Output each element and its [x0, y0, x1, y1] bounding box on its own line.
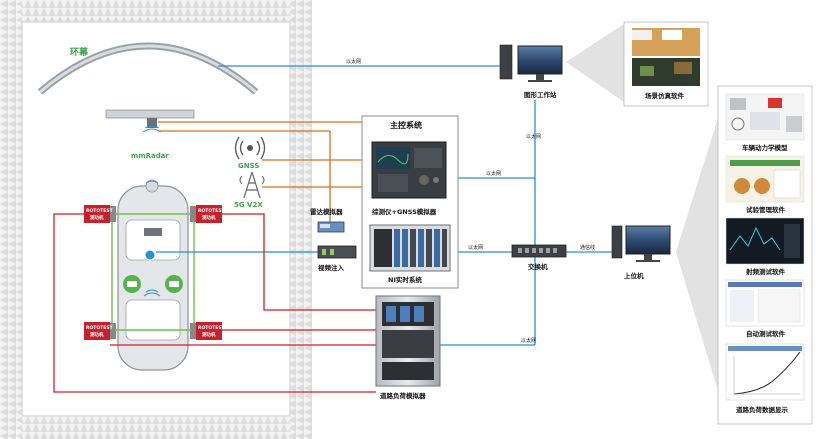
svg-text:车辆动力学模型: 车辆动力学模型: [742, 143, 788, 152]
v2x-label: 5G V2X: [234, 201, 263, 209]
v2x-antenna: 5G V2X: [234, 171, 265, 209]
svg-text:测功机: 测功机: [90, 214, 104, 221]
integrated-tester: 综测仪+GNSS模拟器: [371, 141, 447, 216]
video-injection-label: 视频注入: [318, 263, 345, 272]
integrated-tester-label: 综测仪+GNSS模拟器: [372, 207, 437, 216]
ethernet-links: [156, 65, 612, 346]
scene-software-label: 场景仿真软件: [645, 91, 685, 100]
camera-unit-icon: [144, 228, 162, 236]
software-panel: 车辆动力学模型 试验管理软件 射频测试软件 自动测试软件: [676, 85, 813, 425]
svg-text:通信线: 通信线: [580, 244, 595, 251]
svg-text:测功机: 测功机: [202, 331, 216, 338]
ni-realtime-system: NI实时系统: [369, 224, 451, 284]
main-control-title: 主控系统: [390, 120, 422, 130]
svg-text:ROTOTEST: ROTOTEST: [86, 208, 114, 214]
svg-text:以太网: 以太网: [468, 244, 483, 251]
host-pc: 上位机: [611, 225, 671, 280]
sensor-icon: [144, 249, 156, 261]
software-item-test-management: 试验管理软件: [725, 155, 805, 214]
switch-label: 交换机: [528, 262, 548, 271]
dyno-rear-left: ROTOTEST 测功机: [84, 322, 116, 340]
svg-text:以太网: 以太网: [346, 58, 361, 65]
svg-text:ROTOTEST: ROTOTEST: [86, 325, 114, 331]
radar-simulator: 雷达模拟器: [310, 207, 345, 233]
svg-text:射频测试软件: 射频测试软件: [745, 267, 786, 276]
svg-text:测功机: 测功机: [202, 214, 216, 221]
dyno-front-right: ROTOTEST 测功机: [190, 205, 226, 223]
svg-text:道路负荷数据显示: 道路负荷数据显示: [736, 405, 789, 414]
svg-text:以太网: 以太网: [526, 133, 541, 140]
radar-antenna-icon: [147, 118, 157, 128]
host-pc-label: 上位机: [624, 271, 644, 280]
radar-simulator-label: 雷达模拟器: [310, 207, 343, 216]
svg-text:以太网: 以太网: [521, 337, 536, 344]
radar-label: mmRadar: [131, 152, 169, 160]
software-item-road-load-display: 道路负荷数据显示: [725, 343, 805, 414]
scene-software-callout: 场景仿真软件: [566, 21, 709, 107]
network-switch: 交换机: [511, 244, 567, 271]
ni-system-label: NI实时系统: [388, 275, 422, 284]
svg-text:测功机: 测功机: [90, 331, 104, 338]
graphics-workstation: 图形工作站: [499, 44, 563, 99]
video-injection: 视频注入: [317, 245, 357, 272]
dyno-rear-right: ROTOTEST 测功机: [190, 322, 226, 340]
software-item-vehicle-dynamics: 车辆动力学模型: [725, 93, 805, 152]
ring-screen: 环幕: [37, 42, 259, 95]
svg-text:ROTOTEST: ROTOTEST: [198, 325, 226, 331]
svg-text:自动测试软件: 自动测试软件: [746, 329, 786, 338]
cell-tower-icon: [243, 171, 261, 199]
road-load-simulator-label: 道路负荷模拟器: [380, 391, 426, 400]
ring-screen-label: 环幕: [70, 46, 89, 58]
svg-text:以太网: 以太网: [486, 170, 501, 177]
dyno-front-left: ROTOTEST 测功机: [84, 205, 116, 223]
svg-text:试验管理软件: 试验管理软件: [746, 205, 786, 214]
wheel-links: [111, 213, 195, 331]
graphics-workstation-label: 图形工作站: [524, 90, 557, 99]
rf-links: [158, 121, 372, 222]
gnss-antenna: GNSS: [234, 136, 266, 170]
software-item-auto-test: 自动测试软件: [725, 279, 805, 338]
vehicle-top-view: [117, 179, 189, 371]
gnss-label: GNSS: [238, 162, 259, 170]
software-item-rf-test: 射频测试软件: [725, 217, 805, 276]
control-links: [53, 213, 376, 393]
svg-text:ROTOTEST: ROTOTEST: [198, 208, 226, 214]
main-control-system: 主控系统 综测仪+GNSS模拟器 NI实时系统: [361, 115, 459, 289]
road-load-simulator: 道路负荷模拟器: [375, 295, 441, 400]
